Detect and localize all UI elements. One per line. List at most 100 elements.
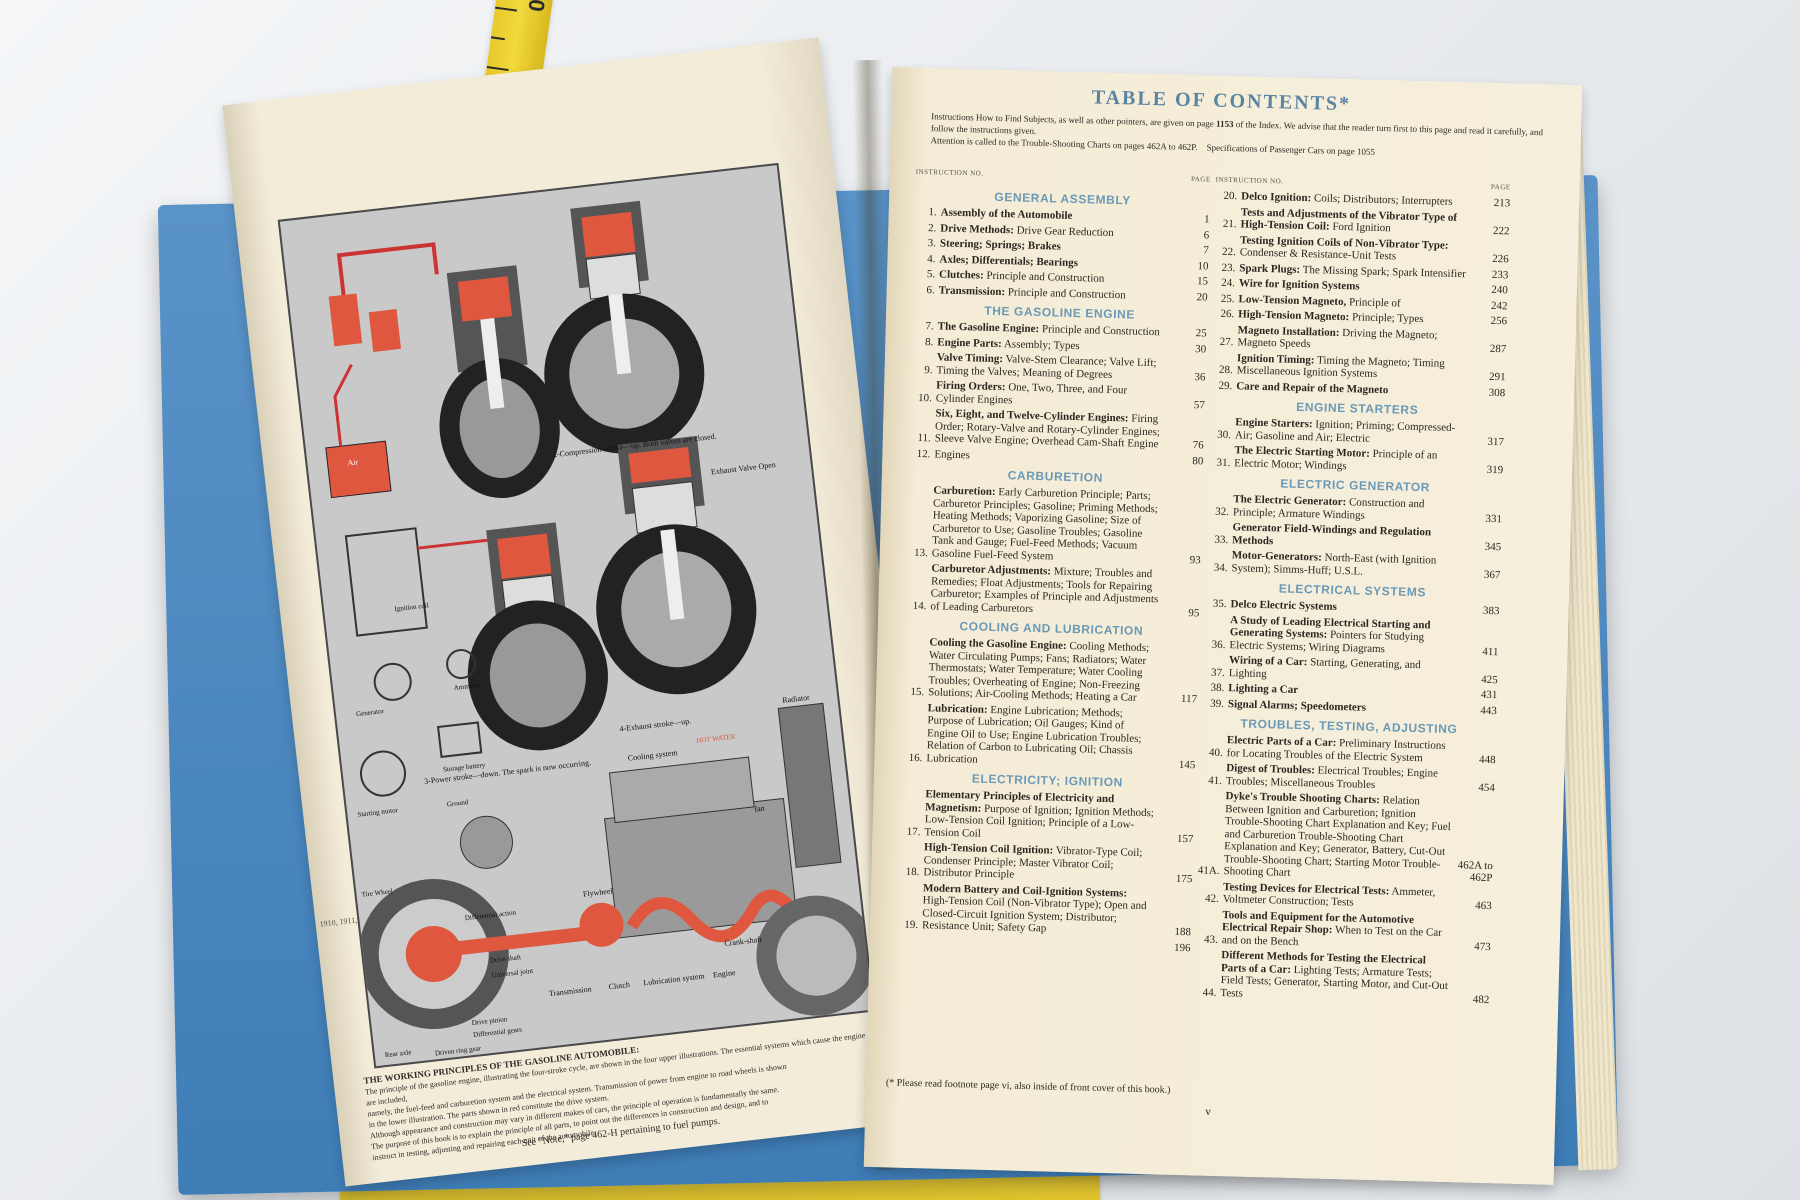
toc-entry[interactable]: 28.Ignition Timing: Timing the Magneto; … bbox=[1211, 351, 1507, 384]
toc-entry[interactable]: 13.Carburetion: Early Carburetion Princi… bbox=[906, 484, 1203, 567]
toc-entry-number: 16. bbox=[908, 751, 923, 764]
toc-right-entries: 20.Delco Ignition: Coils; Distributors; … bbox=[1194, 190, 1511, 1006]
toc-entry-page: 331 bbox=[1485, 512, 1503, 525]
toc-entry[interactable]: 44.Different Methods for Testing the Ele… bbox=[1194, 948, 1490, 1006]
toc-entry-subject: Low-Tension Magneto, bbox=[1238, 292, 1347, 308]
toc-instructions: Instructions How to Find Subjects, as we… bbox=[930, 110, 1551, 162]
toc-entry-title: Six, Eight, and Twelve-Cylinder Engines:… bbox=[935, 407, 1165, 450]
toc-entry[interactable]: 16.Lubrication: Engine Lubrication; Meth… bbox=[900, 701, 1197, 771]
toc-entry[interactable]: 43.Tools and Equipment for the Automotiv… bbox=[1196, 908, 1492, 953]
toc-entry-page: 443 bbox=[1480, 704, 1498, 717]
toc-entry[interactable]: 33.Generator Field-Windings and Regulati… bbox=[1206, 521, 1502, 554]
toc-entry[interactable]: 15.Cooling the Gasoline Engine: Cooling … bbox=[902, 636, 1199, 706]
toc-entry[interactable]: 30.Engine Starters: Ignition; Priming; C… bbox=[1209, 416, 1505, 449]
electrical-system bbox=[344, 527, 488, 797]
label-ignition-coil: Ignition coil bbox=[394, 601, 429, 613]
toc-entry-subject: Clutches: bbox=[938, 268, 984, 282]
toc-entry-title: Different Methods for Testing the Electr… bbox=[1220, 949, 1450, 1005]
label-drive-shaft: Drive shaft bbox=[489, 953, 521, 964]
toc-entry-title: Motor-Generators: North-East (with Ignit… bbox=[1231, 549, 1461, 580]
toc-entry-number: 32. bbox=[1215, 505, 1230, 518]
instructions-page: 1153 bbox=[1215, 118, 1234, 130]
column-header: INSTRUCTION NO. PAGE bbox=[916, 168, 1211, 190]
toc-entry-page: 213 bbox=[1493, 196, 1511, 210]
toc-entry-page: 425 bbox=[1481, 673, 1498, 686]
toc-entry-page: 462A to 462P bbox=[1457, 858, 1493, 885]
toc-entry-detail: Drive Gear Reduction bbox=[1013, 223, 1114, 239]
toc-entry-title: A Study of Leading Electrical Starting a… bbox=[1229, 614, 1459, 657]
toc-entry-number: 30. bbox=[1217, 428, 1232, 441]
toc-entry-number: 7. bbox=[925, 320, 934, 333]
column-header-instruction: INSTRUCTION NO. bbox=[915, 167, 984, 178]
toc-entry-title: Lubrication: Engine Lubrication; Methods… bbox=[926, 702, 1157, 770]
toc-entry-subject: Drive Methods: bbox=[940, 221, 1015, 236]
toc-entry[interactable]: 21.Tests and Adjustments of the Vibrator… bbox=[1214, 205, 1510, 238]
toc-entry[interactable]: 37.Wiring of a Car: Starting, Generating… bbox=[1203, 653, 1499, 686]
toc-entry-number: 31. bbox=[1216, 456, 1231, 469]
label-exhaust-valve: Exhaust Valve Open bbox=[710, 460, 776, 476]
toc-entry-number: 40. bbox=[1208, 746, 1223, 759]
toc-entry-subject: Generator Field-Windings and Regulation … bbox=[1232, 521, 1432, 547]
toc-entry-subject: The Gasoline Engine: bbox=[937, 320, 1040, 336]
cylinder-power bbox=[467, 522, 608, 751]
label-starting-motor: Starting motor bbox=[357, 806, 399, 819]
toc-entry-number: 41. bbox=[1208, 774, 1223, 787]
toc-entry[interactable]: 11.Six, Eight, and Twelve-Cylinder Engin… bbox=[909, 407, 1205, 452]
toc-entry-subject: Engine Parts: bbox=[937, 335, 1002, 350]
toc-entry-page: 36 bbox=[1194, 370, 1206, 383]
toc-entry-number: 17. bbox=[906, 825, 921, 838]
toc-entry-number: 3. bbox=[927, 237, 937, 250]
toc-entry-number: 34. bbox=[1213, 561, 1228, 574]
toc-entry-number: 15. bbox=[910, 685, 925, 699]
cylinder-exhaust bbox=[596, 435, 757, 695]
toc-entry-subject: Lighting a Car bbox=[1228, 682, 1299, 696]
engine-illustration: 2-Compression stroke—up. Both valves are… bbox=[277, 162, 876, 1069]
toc-entry[interactable]: 18.High-Tension Coil Ignition: Vibrator-… bbox=[897, 841, 1193, 886]
toc-entry-page: 240 bbox=[1491, 283, 1509, 297]
toc-entry-page: 473 bbox=[1474, 940, 1491, 953]
toc-entry[interactable]: 10.Firing Orders: One, Two, Three, and F… bbox=[910, 379, 1206, 412]
toc-entry-page: 95 bbox=[1188, 606, 1200, 619]
toc-entry[interactable]: 19.Modern Battery and Coil-Ignition Syst… bbox=[896, 881, 1192, 939]
toc-entry-page: 10 bbox=[1197, 259, 1209, 272]
label-tire: Tire Wheel bbox=[361, 887, 393, 898]
toc-entry[interactable]: 34.Motor-Generators: North-East (with Ig… bbox=[1205, 549, 1501, 582]
toc-entry-page: 157 bbox=[1176, 832, 1194, 845]
toc-entry[interactable]: 42.Testing Devices for Electrical Tests:… bbox=[1197, 880, 1493, 913]
toc-entry-page: 411 bbox=[1482, 645, 1499, 658]
toc-entry-detail: Principle and Construction bbox=[983, 269, 1105, 285]
toc-entry-detail: Principle and Construction bbox=[1004, 285, 1126, 301]
toc-entry[interactable]: 41.Digest of Troubles: Electrical Troubl… bbox=[1200, 761, 1496, 794]
toc-entry-number: 12. bbox=[916, 447, 931, 460]
toc-entry-page: 367 bbox=[1483, 568, 1501, 581]
toc-entry-title: The Electric Starting Motor: Principle o… bbox=[1234, 444, 1464, 475]
toc-entry-number: 2. bbox=[927, 221, 937, 234]
toc-entry[interactable]: 9.Valve Timing: Valve-Stem Clearance; Va… bbox=[910, 351, 1206, 384]
toc-entry-detail: Principle; Types bbox=[1349, 311, 1424, 326]
toc-entry[interactable]: 36.A Study of Leading Electrical Startin… bbox=[1203, 613, 1499, 658]
toc-entry[interactable]: 22.Testing Ignition Coils of Non-Vibrato… bbox=[1214, 233, 1510, 266]
toc-entry-page: 25 bbox=[1195, 327, 1207, 340]
toc-entry[interactable]: 41A.Dyke's Trouble Shooting Charts: Rela… bbox=[1197, 789, 1494, 884]
toc-entry[interactable]: 40.Electric Parts of a Car: Preliminary … bbox=[1201, 733, 1497, 766]
toc-entry-page: 463 bbox=[1475, 899, 1492, 913]
toc-entry-subject: Steering; Springs; Brakes bbox=[939, 237, 1062, 253]
toc-entry[interactable]: 17.Elementary Principles of Electricity … bbox=[898, 788, 1194, 846]
toc-entry-subject: Signal Alarms; Speedometers bbox=[1227, 697, 1367, 714]
label-ground: Ground bbox=[446, 798, 469, 808]
label-fan: fan bbox=[754, 804, 765, 814]
page-folio: v bbox=[1205, 1105, 1211, 1118]
instructions-attention: Attention is called to the Trouble-Shoot… bbox=[930, 135, 1198, 153]
toc-title: TABLE OF CONTENTS* bbox=[1091, 86, 1352, 116]
toc-entry[interactable]: 32.The Electric Generator: Construction … bbox=[1207, 493, 1503, 526]
toc-entry[interactable]: 31.The Electric Starting Motor: Principl… bbox=[1208, 444, 1504, 477]
toc-entry-page: 175 bbox=[1175, 872, 1193, 886]
toc-entry[interactable]: 14.Carburetor Adjustments: Mixture; Trou… bbox=[904, 562, 1200, 620]
toc-entry-number: 23. bbox=[1221, 261, 1236, 274]
toc-entry-page: 345 bbox=[1484, 540, 1502, 553]
toc-entry-number: 44. bbox=[1202, 986, 1217, 999]
toc-entry[interactable]: 27.Magneto Installation: Driving the Mag… bbox=[1211, 323, 1507, 356]
